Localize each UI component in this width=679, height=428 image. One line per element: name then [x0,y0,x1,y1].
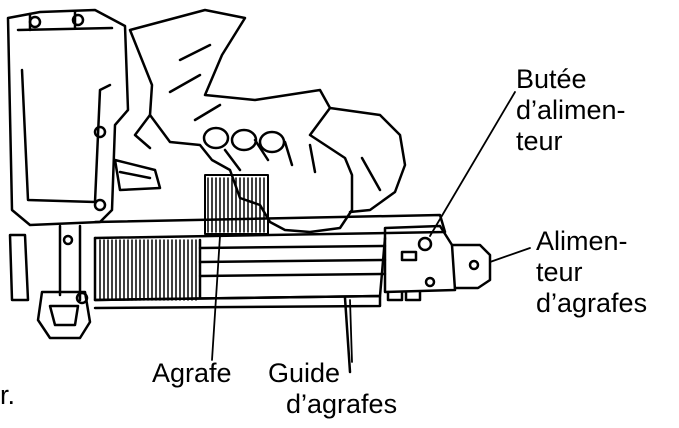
leader-lines [211,91,531,363]
nose-guard [36,290,92,340]
label-staple-guide: Guide d’agrafes [268,358,397,420]
label-staple-feeder-line3: d’agrafes [536,288,648,318]
label-staple-text: Agrafe [152,358,232,388]
label-staple: Agrafe [152,358,232,389]
leader-staple-guide [349,299,353,363]
label-staple-feeder-line2: teur [536,257,583,287]
staple-feeder-unit [383,224,492,302]
leader-staple-feeder [489,247,531,263]
leader-feed-stop [429,91,516,237]
label-feed-stop-line3: teur [516,126,563,156]
tool-head [6,8,130,302]
label-staple-feeder-line1: Alimen- [536,226,628,256]
label-feed-stop-line2: d’alimen- [516,95,626,125]
label-feed-stop: Butée d’alimen- teur [516,64,626,157]
staple-strip-held [204,174,269,235]
label-feed-stop-line1: Butée [516,64,587,94]
label-staple-guide-line1: Guide [268,358,341,388]
leader-staple [211,235,221,361]
hands [128,8,407,234]
cut-off-text-fragment: r. [0,380,15,411]
staple-guide-rail [198,238,352,374]
staple-strip-magazine [99,239,197,301]
label-staple-feeder: Alimen- teur d’agrafes [536,226,647,319]
cut-off-text: r. [0,380,16,410]
label-staple-guide-line2: d’agrafes [286,389,398,419]
trigger [113,158,162,192]
